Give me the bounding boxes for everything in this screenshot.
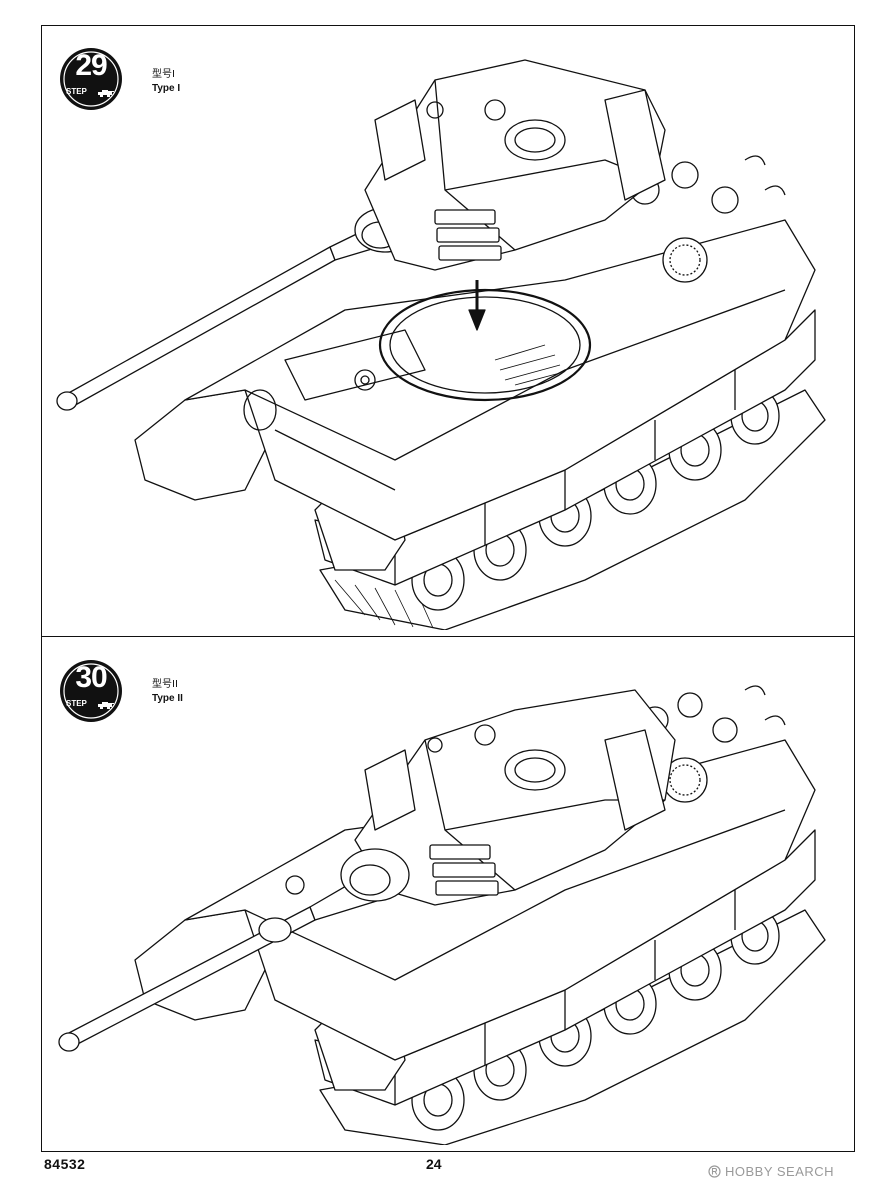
type-label-cn: 型号II: [152, 679, 178, 690]
tank-drawing-type-1: [56, 59, 826, 630]
page-frame: [41, 25, 855, 1152]
type-label-en: Type II: [152, 693, 183, 704]
turret-ring: [378, 288, 592, 402]
step-word: STEP: [66, 87, 87, 96]
type-label-cn: 型号I: [152, 69, 175, 80]
step-badge-icon: [60, 48, 122, 110]
step-number: 30: [75, 661, 107, 694]
muzzle-brake: [56, 391, 78, 411]
registered-mark-icon: [708, 1165, 721, 1178]
step-badge-icon: [60, 660, 122, 722]
muzzle-brake: [58, 1032, 80, 1052]
kit-number: 84532: [44, 1156, 86, 1172]
commander-cupola: [504, 749, 566, 791]
panel-divider: [41, 636, 855, 637]
spare-tracks-turret: [374, 89, 666, 261]
watermark: HOBBY SEARCH: [708, 1164, 834, 1179]
type-label-1: 型号I Type I: [152, 68, 180, 96]
step-badge-30: 30 STEP: [58, 658, 124, 724]
type-label-2: 型号II Type II: [152, 678, 183, 706]
spare-tracks-turret: [364, 729, 666, 896]
page-number: 24: [426, 1156, 442, 1172]
step-badge-29: 29 STEP: [58, 46, 124, 112]
commander-cupola: [504, 119, 566, 161]
watermark-text: HOBBY SEARCH: [725, 1164, 835, 1179]
step-number: 29: [75, 49, 107, 82]
tank-drawing-type-2: [58, 685, 826, 1145]
type-label-en: Type I: [152, 83, 181, 94]
step-word: STEP: [66, 699, 87, 708]
